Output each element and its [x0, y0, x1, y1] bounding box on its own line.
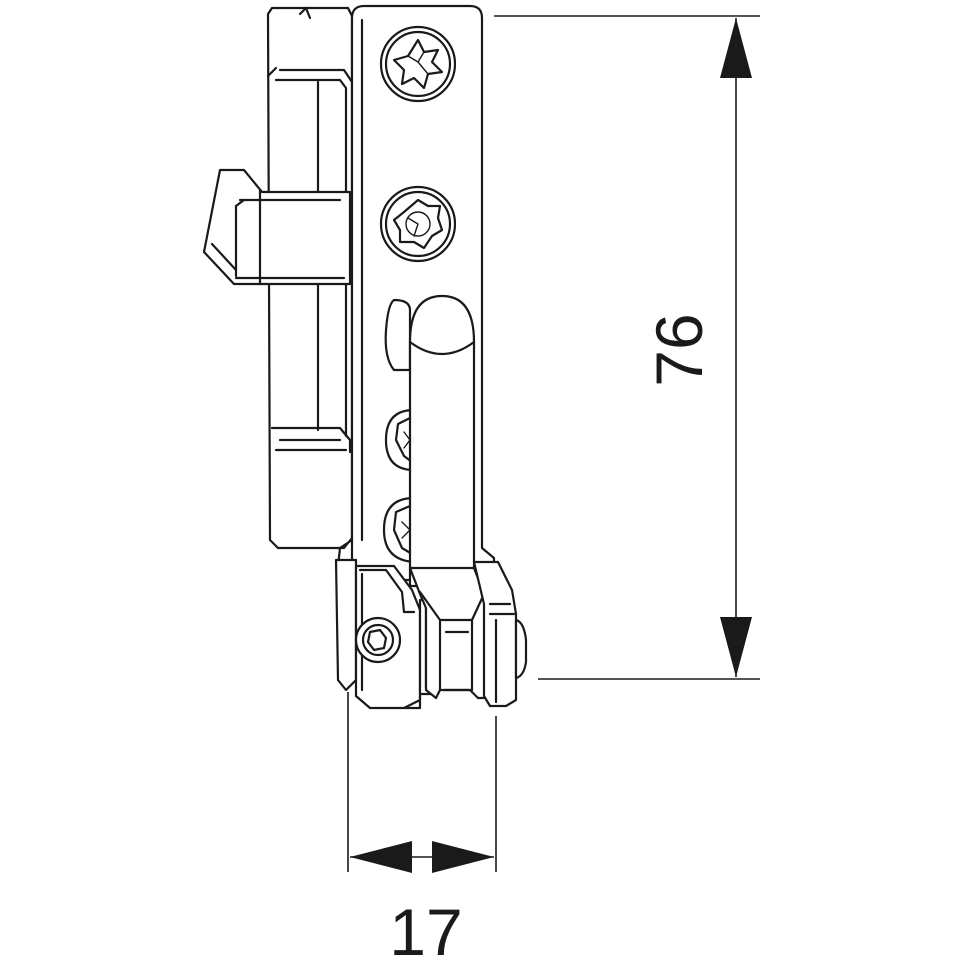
arrowhead-up	[720, 18, 752, 78]
arrowhead-down	[720, 617, 752, 677]
latch-tab	[202, 168, 352, 286]
screw-lower-hidden	[384, 408, 416, 472]
hinge-pin	[384, 294, 476, 588]
arrowhead-left	[350, 841, 412, 873]
bottom-bracket	[334, 558, 528, 710]
height-dimension-label: 76	[642, 313, 716, 386]
width-dimension: 17	[347, 692, 497, 962]
screw-middle	[379, 185, 457, 263]
arrowhead-right	[432, 841, 494, 873]
height-dimension: 76	[494, 15, 760, 680]
width-dimension-label: 17	[389, 895, 462, 962]
screw-top	[379, 25, 457, 103]
